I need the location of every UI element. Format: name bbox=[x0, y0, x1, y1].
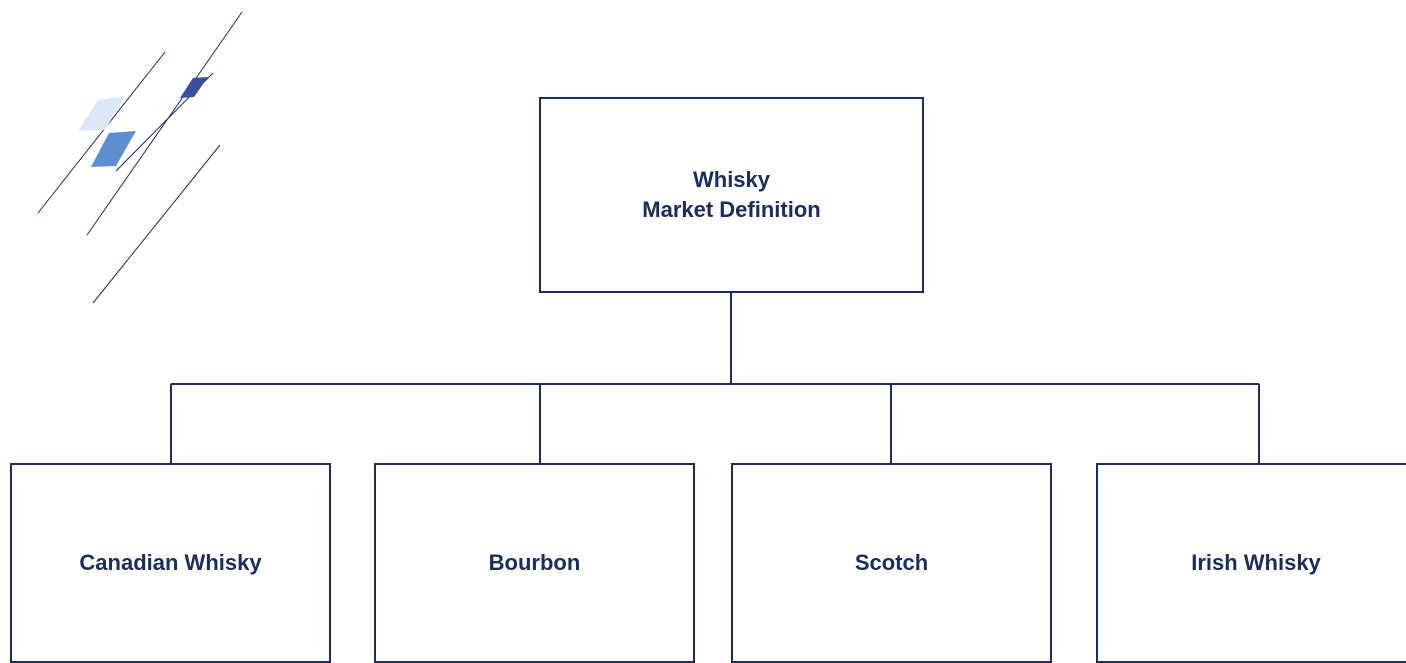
decorative-logo bbox=[37, 11, 243, 304]
decor-line-4 bbox=[92, 144, 221, 304]
child-label: Scotch bbox=[854, 550, 929, 575]
child-node-irish-whisky: Irish Whisky bbox=[1096, 463, 1406, 663]
decor-line-2 bbox=[86, 11, 243, 236]
child-node-scotch: Scotch bbox=[731, 463, 1052, 663]
root-node: Whisky Market Definition bbox=[539, 97, 924, 293]
child-label: Irish Whisky bbox=[1191, 550, 1321, 575]
decor-line-1 bbox=[37, 51, 166, 214]
child-label: Canadian Whisky bbox=[79, 550, 262, 575]
child-node-canadian-whisky: Canadian Whisky bbox=[10, 463, 331, 663]
root-label: Whisky Market Definition bbox=[642, 165, 820, 225]
decor-diamond-dark bbox=[180, 77, 208, 98]
child-label: Bourbon bbox=[488, 550, 581, 575]
child-node-bourbon: Bourbon bbox=[374, 463, 695, 663]
root-title-line1: Whisky bbox=[692, 167, 771, 192]
decor-diamond-mid bbox=[91, 131, 136, 167]
decor-diamond-light bbox=[78, 96, 125, 131]
root-title-line2: Market Definition bbox=[642, 197, 821, 222]
